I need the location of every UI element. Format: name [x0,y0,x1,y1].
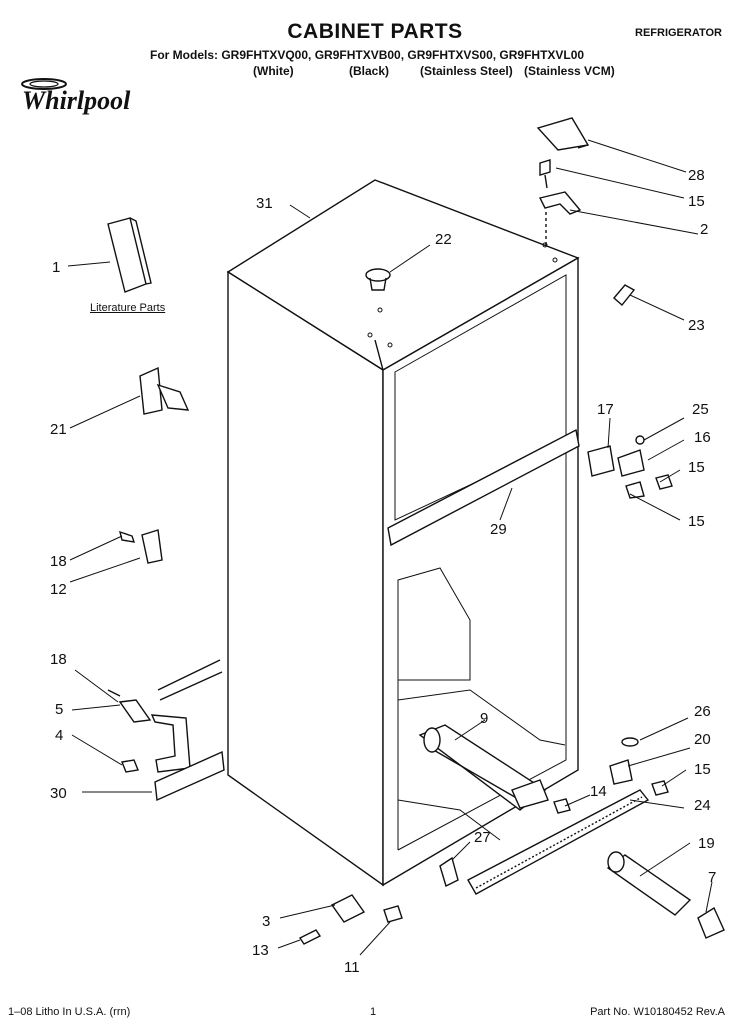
door-stop-bracket [139,366,190,415]
callout-2: 2 [700,221,708,238]
callout-5: 5 [55,701,63,718]
plug-button [365,268,391,291]
lower-right-parts [553,737,669,814]
bracket-12 [119,529,163,564]
page-number: 1 [370,1006,377,1018]
callout-4: 4 [55,727,63,744]
callout-9: 9 [480,710,488,727]
callout-21: 21 [50,421,67,438]
variant-black: (Black) [349,64,390,78]
bottom-roller-parts [298,894,403,945]
callout-18-upper: 18 [50,553,67,570]
callout-15-lower: 15 [688,513,705,530]
callout-17: 17 [597,401,614,418]
callout-18-lower: 18 [50,651,67,668]
callout-24: 24 [694,797,711,814]
base-grille [467,789,650,895]
variant-stainless-vcm: (Stainless VCM) [524,64,615,78]
callout-15-bottom: 15 [694,761,711,778]
callout-numbers: 1 2 3 4 5 7 9 11 12 13 14 15 15 15 15 16… [50,167,716,976]
logo-swoosh-icon [21,78,67,90]
variant-white: (White) [253,64,294,78]
litho-note: 1–08 Litho In U.S.A. (rrn) [8,1006,131,1018]
callout-11: 11 [344,959,360,976]
callout-12: 12 [50,581,67,598]
callout-25: 25 [692,401,709,418]
top-hinge-assembly [538,159,582,245]
part-number: Part No. W10180452 Rev.A [590,1006,725,1018]
callout-1: 1 [52,259,60,276]
hinge-cap [536,117,590,151]
callout-29: 29 [490,521,507,538]
callout-31: 31 [256,195,273,212]
callout-3: 3 [262,913,270,930]
callout-13: 13 [252,942,269,959]
callout-19: 19 [698,835,715,852]
inner-liner [397,567,566,841]
callout-26: 26 [694,703,711,720]
callout-14: 14 [590,783,607,800]
top-holes [367,242,558,348]
water-filter-cartridge [606,851,725,939]
variant-stainless-steel: (Stainless Steel) [420,64,513,78]
page-title: CABINET PARTS [287,20,463,43]
callout-27: 27 [474,829,491,846]
callout-15-middle: 15 [688,459,705,476]
callout-20: 20 [694,731,711,748]
leader-lines [67,139,713,956]
callout-30: 30 [50,785,67,802]
appliance-category: REFRIGERATOR [635,27,722,39]
lower-hinge-group [107,659,225,802]
center-hinge-group [587,435,673,499]
literature-parts-label: Literature Parts [90,302,166,314]
callout-16: 16 [694,429,711,446]
brand-logo: Whirlpool [21,78,131,116]
literature-booklet [107,217,152,293]
divider-rail [387,428,580,547]
brand-name: Whirlpool [22,86,131,115]
callout-28: 28 [688,167,705,184]
models-line: For Models: GR9FHTXVQ00, GR9FHTXVB00, GR… [150,48,585,62]
callout-7: 7 [708,869,716,886]
callout-23: 23 [688,317,705,334]
clip-27 [439,856,459,887]
callout-15-top: 15 [688,193,705,210]
callout-22: 22 [435,231,452,248]
top-clip [613,284,636,307]
water-filter-housing [418,724,549,811]
